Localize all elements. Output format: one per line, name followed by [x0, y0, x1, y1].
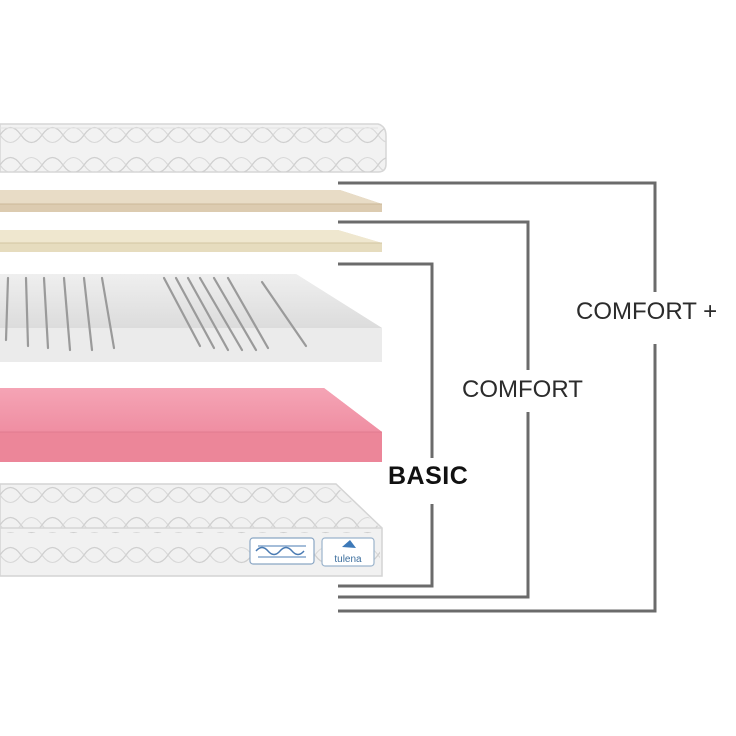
foam-channels [4, 276, 308, 352]
comfort-plus-label-gap [643, 292, 667, 344]
comfort-label-gap [516, 370, 540, 412]
bracket-comfort-plus [338, 181, 657, 613]
fabric-label-icon [249, 537, 315, 565]
pink-base-foam [0, 388, 382, 462]
tulena-logo: tulena [321, 537, 375, 567]
label-basic: BASIC [388, 462, 469, 490]
basic-label-gap [420, 458, 444, 504]
bracket-basic [338, 262, 434, 588]
upper-latex-layer [0, 190, 382, 212]
label-comfort: COMFORT [462, 376, 583, 403]
label-comfort-plus: COMFORT + [576, 298, 718, 325]
lower-latex-layer [0, 230, 382, 252]
tulena-logo-text: tulena [334, 554, 362, 565]
profiled-foam-core [0, 274, 382, 362]
bottom-quilted-cover: tulena [0, 483, 383, 577]
top-quilted-cover [0, 123, 387, 173]
